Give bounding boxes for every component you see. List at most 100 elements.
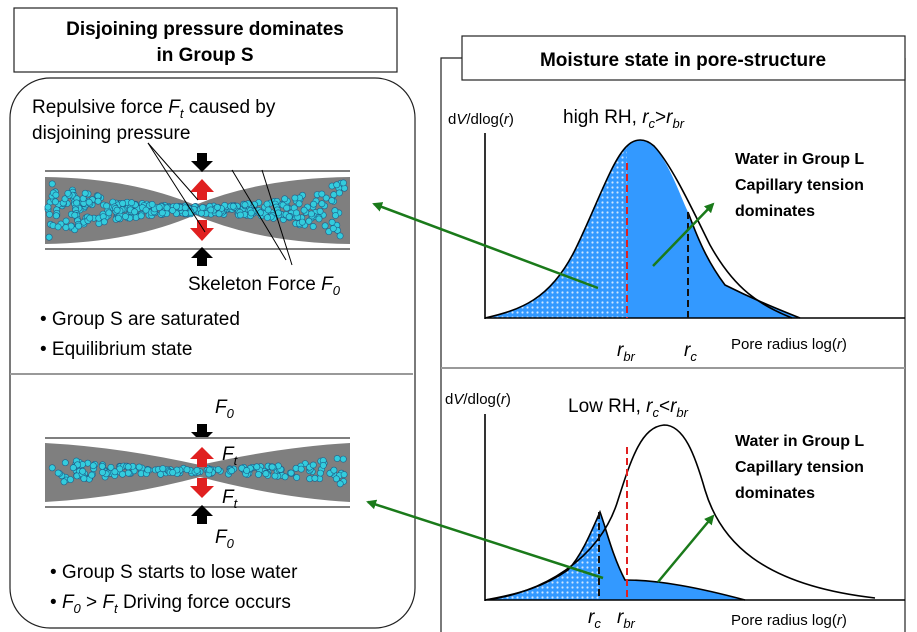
water-particle: [163, 204, 171, 212]
note-line1-2: Water in Group L: [735, 433, 864, 450]
rbr-tick-label-2: rbr: [617, 607, 636, 631]
arrow-up-bottom-2: [191, 505, 213, 524]
water-particle: [318, 200, 326, 208]
water-particle: [332, 475, 340, 483]
water-particle: [71, 211, 79, 219]
chart-fill-solid-tail: [688, 212, 800, 318]
water-particle: [79, 467, 86, 475]
water-particle: [48, 464, 56, 472]
water-particle: [263, 200, 271, 208]
water-particle: [298, 218, 306, 226]
water-particle: [271, 472, 279, 480]
left-panel-title-line2: in Group S: [156, 45, 253, 66]
link-arrow-bottom: [366, 499, 604, 580]
water-particle: [80, 475, 88, 482]
water-particle: [339, 179, 347, 187]
water-particle: [262, 470, 270, 478]
water-particle: [54, 223, 62, 231]
bullet-saturated: • Group S are saturated: [40, 309, 240, 330]
note-line1: Water in Group L: [735, 151, 864, 168]
water-particle: [85, 198, 93, 206]
water-particle: [255, 471, 262, 478]
water-particle: [169, 469, 177, 476]
ft-label-upper: Ft: [222, 444, 239, 468]
chart-fill-solid: [627, 140, 688, 318]
water-particle: [318, 190, 326, 198]
water-particle: [46, 210, 53, 218]
ft-label-lower: Ft: [222, 487, 239, 511]
link-arrow-top: [372, 202, 599, 290]
water-particle: [263, 214, 271, 221]
right-panel: Moisture state in pore-structure dV/dlog…: [440, 35, 906, 632]
chart-fill-stippled: [485, 146, 627, 318]
water-particle: [281, 195, 289, 203]
water-particle: [316, 469, 324, 477]
distribution-chart-low-rh: dV/dlog(r) Low RH, rc<rbr rc rbr Pore ra…: [445, 391, 905, 631]
right-panel-title-box: [461, 35, 906, 81]
water-particle: [98, 462, 106, 470]
water-particle: [268, 463, 276, 471]
water-particle: [316, 207, 324, 215]
water-particle: [243, 467, 251, 474]
repulsive-arrow-red-2: [190, 447, 214, 498]
water-particle: [88, 471, 96, 479]
distribution-curve-inner: [687, 211, 801, 319]
water-particle: [305, 217, 313, 225]
note-line3-2: dominates: [735, 485, 815, 502]
water-particle: [44, 203, 52, 211]
water-particle: [54, 469, 62, 477]
water-particle: [60, 478, 68, 486]
water-particle: [89, 462, 97, 470]
water-particle: [319, 461, 327, 469]
left-panel-title-line1: Disjoining pressure dominates: [66, 19, 344, 40]
arrow-down-top-2: [191, 424, 213, 443]
chart-fill-solid-2: [600, 512, 745, 600]
water-particle: [328, 218, 336, 226]
distribution-curve-outer-2: [484, 424, 876, 601]
water-particle: [183, 466, 191, 473]
water-particle: [295, 200, 303, 208]
water-particle: [75, 222, 82, 230]
water-particle: [45, 233, 53, 241]
water-particle: [158, 209, 166, 217]
water-particle: [48, 180, 56, 188]
x-axis-label: Pore radius log(r): [731, 336, 847, 353]
water-particle: [292, 209, 300, 217]
water-particle: [128, 199, 135, 207]
condition-label: high RH, rc>rbr: [563, 107, 685, 131]
water-particle: [169, 206, 176, 214]
water-particle: [52, 198, 59, 206]
water-particle: [81, 189, 89, 197]
distribution-curve-inner-2: [484, 509, 746, 601]
water-particle: [229, 202, 237, 210]
skeleton-force-label: Skeleton Force F0: [188, 274, 341, 298]
water-particle: [114, 214, 122, 222]
water-particle: [181, 204, 189, 212]
water-particle: [111, 468, 119, 476]
water-particle: [155, 204, 163, 211]
water-particle: [330, 466, 338, 474]
water-particle: [333, 181, 341, 189]
water-particle: [67, 476, 74, 483]
rc-tick-label: rc: [684, 340, 697, 364]
water-particle: [333, 455, 341, 462]
repulsive-force-label-line2: disjoining pressure: [32, 123, 190, 144]
water-particle: [328, 197, 336, 204]
bullet-driving-force: • F0 > Ft Driving force occurs: [50, 592, 291, 616]
note-line3: dominates: [735, 203, 815, 220]
water-particle: [131, 208, 138, 216]
water-particle: [236, 211, 244, 219]
water-particle: [52, 212, 60, 220]
water-particle: [113, 206, 121, 214]
water-particle: [159, 465, 167, 472]
leader-line-3: [231, 169, 287, 261]
leader-line-4: [261, 169, 293, 266]
water-particle: [100, 218, 108, 226]
water-particle: [297, 465, 305, 473]
water-particle: [215, 210, 223, 218]
water-particle: [119, 199, 127, 207]
water-particle: [322, 194, 330, 202]
water-particles-bottom: [48, 455, 348, 488]
water-particle: [247, 209, 255, 217]
water-particle: [94, 197, 102, 205]
